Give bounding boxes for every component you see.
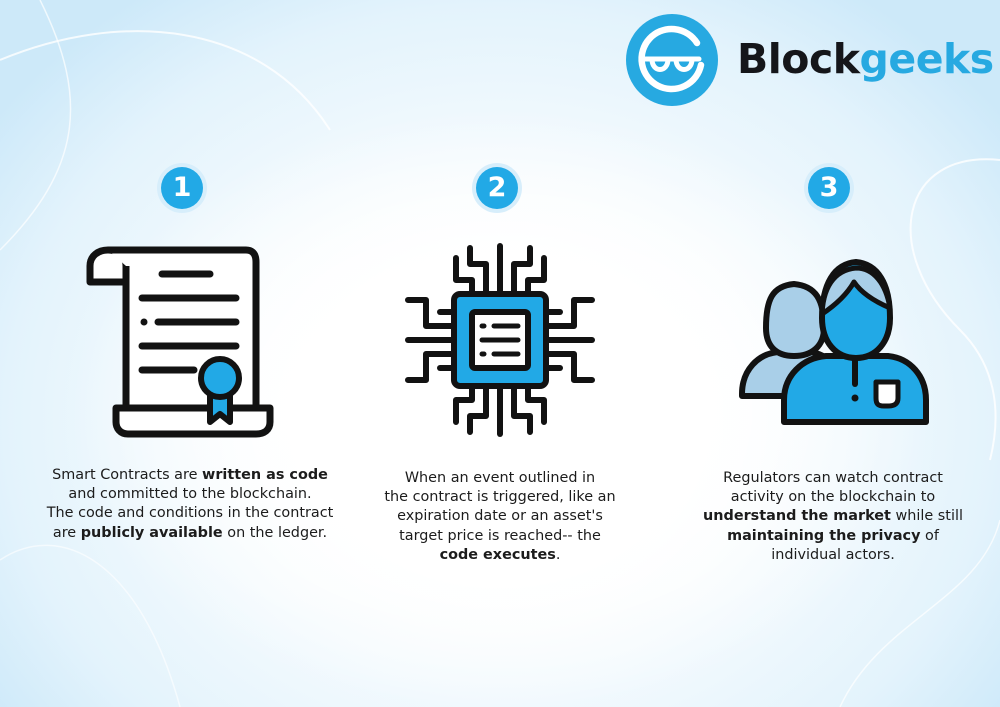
text-run: expiration date or an asset's — [397, 508, 603, 525]
text-run: Smart Contracts are — [52, 467, 203, 483]
description-line: Smart Contracts are written as code — [40, 466, 340, 485]
description-line: the contract is triggered, like an — [350, 488, 650, 507]
description-line: expiration date or an asset's — [350, 507, 650, 526]
emphasis-text: publicly available — [80, 524, 223, 541]
step-2-badge: 2 — [476, 167, 518, 209]
description-line: Regulators can watch contract — [683, 469, 983, 488]
description-line: are publicly available on the ledger. — [40, 524, 340, 543]
description-line: target price is reached-- the — [350, 527, 650, 546]
regulators-users-icon — [739, 258, 929, 425]
text-run: individual actors. — [771, 546, 895, 563]
description-line: and committed to the blockchain. — [40, 485, 340, 504]
blockgeeks-glasses-icon — [626, 14, 718, 106]
text-run: Regulators can watch contract — [723, 470, 943, 486]
step-3-description: Regulators can watch contract activity on… — [683, 469, 983, 565]
step-3-badge: 3 — [808, 167, 850, 209]
text-run: the contract is triggered, like an — [384, 489, 616, 506]
text-run: The code and conditions in the contract — [46, 505, 334, 522]
emphasis-text: written as code — [202, 467, 328, 483]
step-1-badge: 1 — [161, 167, 203, 209]
text-run: on the ledger. — [222, 524, 328, 541]
text-run: and committed to the blockchain. — [68, 486, 312, 503]
emphasis-text: code executes — [439, 546, 556, 563]
text-run: while still — [890, 508, 963, 525]
text-run: are — [52, 524, 81, 541]
description-line: When an event outlined in — [350, 469, 650, 488]
text-run: activity on the blockchain to — [730, 489, 936, 506]
step-2-description: When an event outlined in the contract is… — [350, 469, 650, 565]
microchip-icon — [405, 243, 595, 437]
emphasis-text: maintaining the privacy — [727, 527, 921, 544]
text-run: . — [555, 546, 561, 563]
description-line: The code and conditions in the contract — [40, 504, 340, 523]
logo-text-blue: geeks — [859, 35, 995, 83]
logo-text-dark: Block — [737, 35, 860, 83]
description-line: individual actors. — [683, 546, 983, 565]
scroll-contract-icon — [86, 246, 274, 438]
blockgeeks-logo: Blockgeeks — [625, 13, 994, 108]
text-run: When an event outlined in — [404, 470, 596, 486]
text-run: target price is reached-- the — [399, 527, 601, 544]
text-run: of — [920, 527, 939, 544]
description-line: code executes. — [350, 546, 650, 565]
logo-wordmark: Blockgeeks — [737, 35, 994, 83]
emphasis-text: understand the market — [703, 508, 891, 525]
description-line: activity on the blockchain to — [683, 488, 983, 507]
description-line: understand the market while still — [683, 507, 983, 526]
description-line: maintaining the privacy of — [683, 527, 983, 546]
